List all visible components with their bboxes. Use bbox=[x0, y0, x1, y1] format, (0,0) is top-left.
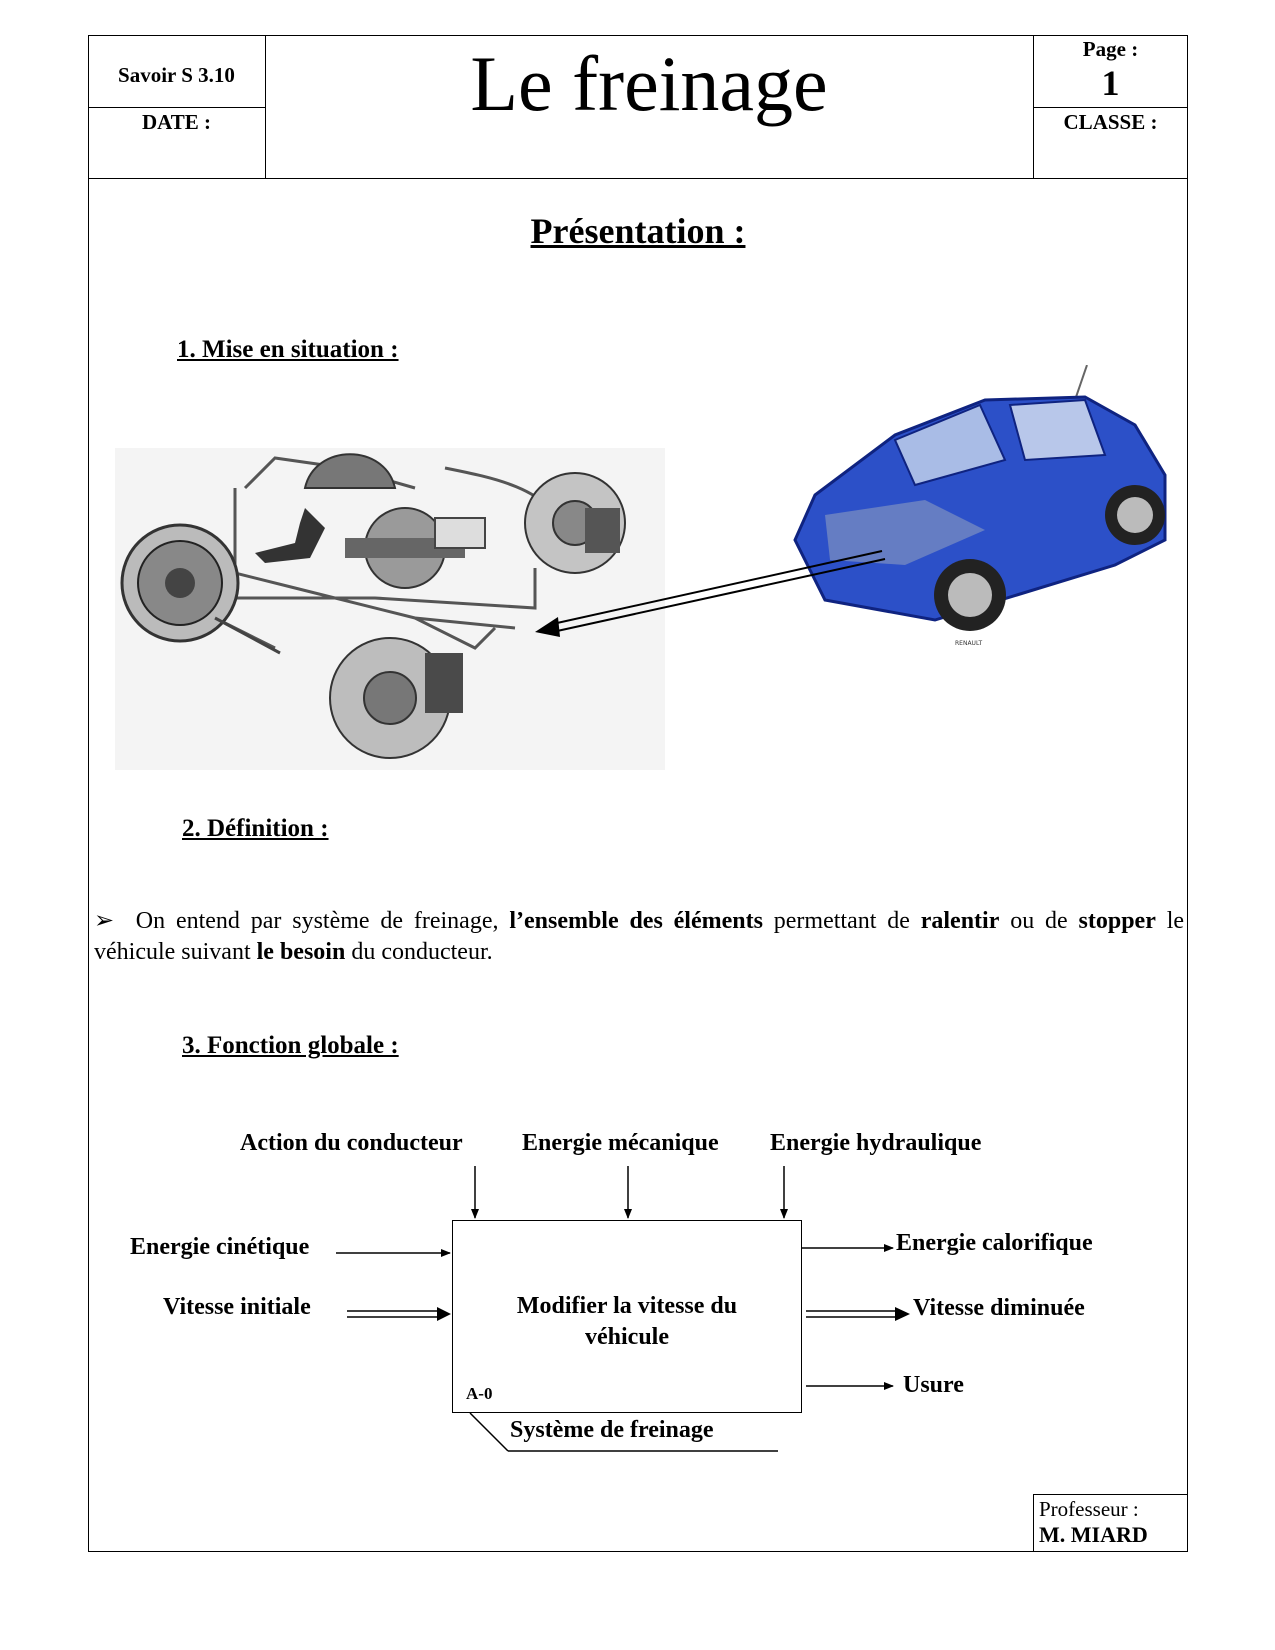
car-to-brakes-arrow bbox=[535, 550, 886, 637]
brake-pedal bbox=[255, 508, 325, 563]
page-title: Le freinage bbox=[470, 40, 828, 127]
header-right-split bbox=[1033, 107, 1188, 108]
definition-text-3: ou de bbox=[999, 908, 1079, 934]
definition-bold-1: l’ensemble des éléments bbox=[509, 908, 763, 934]
header-divider-left bbox=[265, 35, 266, 178]
professor-label: Professeur : bbox=[1039, 1497, 1139, 1521]
presentation-title: Présentation : bbox=[530, 211, 746, 251]
page-number: 1 bbox=[1101, 63, 1120, 103]
professor-box bbox=[1033, 1494, 1188, 1552]
definition-text-4: le véhicule suivant bbox=[94, 908, 1185, 965]
car-side-window bbox=[1008, 398, 1107, 462]
header-left-split bbox=[88, 107, 265, 108]
definition-bullet: ➢ bbox=[94, 908, 115, 934]
definition-text-2: permettant de bbox=[762, 908, 921, 934]
section-1-title: 1. Mise en situation : bbox=[177, 336, 399, 363]
savoir-label: Savoir S 3.10 bbox=[118, 63, 235, 87]
brake-system-illustration bbox=[115, 448, 665, 770]
section-3-title: 3. Fonction globale : bbox=[182, 1032, 399, 1059]
disc-shield bbox=[303, 453, 397, 489]
date-label: DATE : bbox=[141, 110, 212, 134]
page-frame bbox=[88, 35, 1188, 1552]
car-logo-text: RENAULT bbox=[955, 640, 982, 647]
brake-line-4 bbox=[414, 616, 497, 650]
page-label: Page : bbox=[1082, 37, 1139, 61]
master-cylinder bbox=[345, 507, 486, 589]
definition-text-1: On entend par système de freinage, bbox=[135, 908, 510, 934]
definition-bold-3: stopper bbox=[1078, 908, 1156, 934]
definition-paragraph: ➢ On entend par système de freinage, l’e… bbox=[94, 906, 1184, 968]
car-engine-bay bbox=[825, 500, 985, 565]
car-illustration: RENAULT bbox=[793, 365, 1167, 647]
classe-label: CLASSE : bbox=[1063, 110, 1158, 134]
header-divider-right bbox=[1033, 35, 1034, 178]
definition-text-5: du conducteur. bbox=[345, 939, 493, 965]
professor-name: M. MIARD bbox=[1039, 1522, 1148, 1547]
section-2-title: 2. Définition : bbox=[182, 815, 329, 842]
definition-bold-2: ralentir bbox=[920, 908, 1000, 934]
header-bottom-border bbox=[88, 178, 1188, 179]
front-disc-bottom bbox=[329, 637, 463, 759]
definition-bold-4: le besoin bbox=[256, 939, 346, 965]
drum-brake bbox=[120, 523, 281, 655]
front-disc-right bbox=[524, 472, 626, 574]
car-windshield bbox=[893, 403, 1007, 487]
